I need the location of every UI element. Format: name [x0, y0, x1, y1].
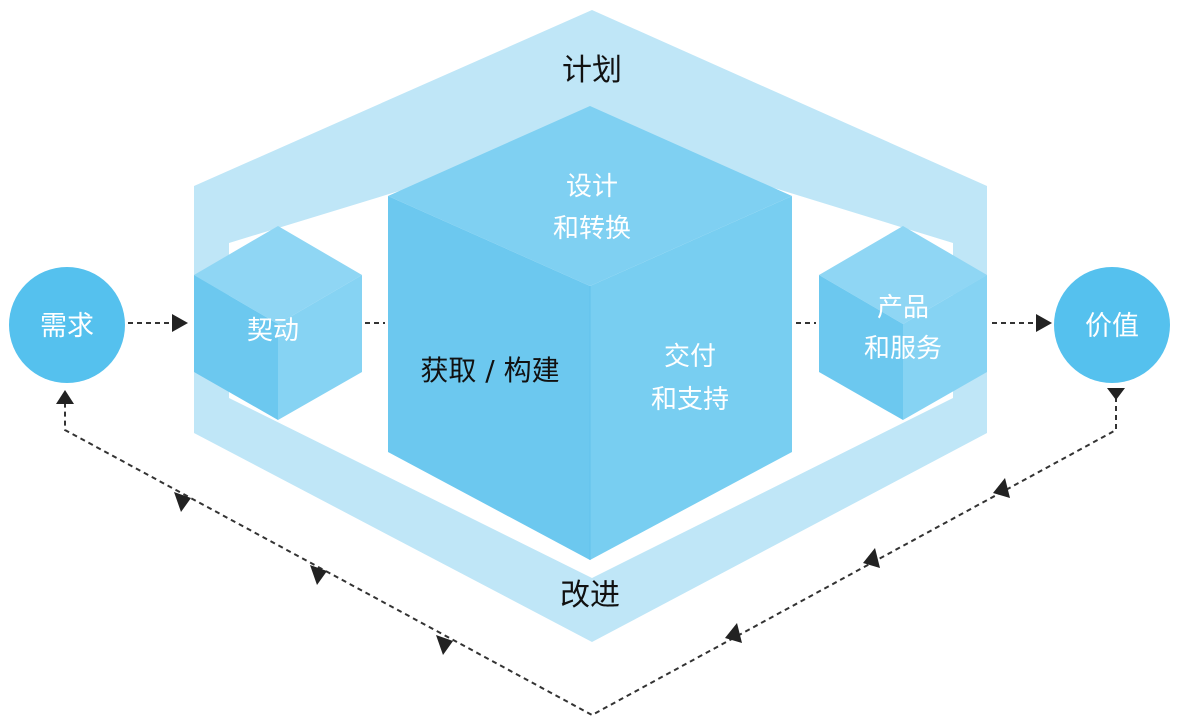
deliver-label-line1: 交付 [664, 342, 716, 372]
products-cube [819, 226, 987, 420]
demand-entry-arrowhead [56, 390, 74, 404]
improve-label: 改进 [560, 578, 620, 613]
value-exit-arrowhead [1107, 388, 1125, 400]
value-label: 价值 [1085, 311, 1139, 342]
demand-arrow [128, 314, 188, 332]
plan-label: 计划 [562, 53, 622, 88]
engage-label: 契动 [247, 316, 299, 346]
feedback-loop [56, 388, 1125, 717]
obtain-label: 获取 / 构建 [420, 354, 559, 387]
design-label-line1: 设计 [566, 172, 618, 202]
design-label-line2: 和转换 [553, 214, 631, 244]
demand-circle [9, 267, 125, 383]
products-label-line1: 产品 [877, 293, 929, 323]
central-cube [388, 106, 792, 560]
value-arrow [992, 314, 1052, 332]
value-circle [1054, 267, 1170, 383]
deliver-label-line2: 和支持 [651, 385, 729, 415]
products-label-line2: 和服务 [864, 334, 942, 364]
plan-improve-frame [194, 10, 987, 642]
engage-cube [194, 226, 362, 420]
demand-label: 需求 [40, 311, 94, 342]
